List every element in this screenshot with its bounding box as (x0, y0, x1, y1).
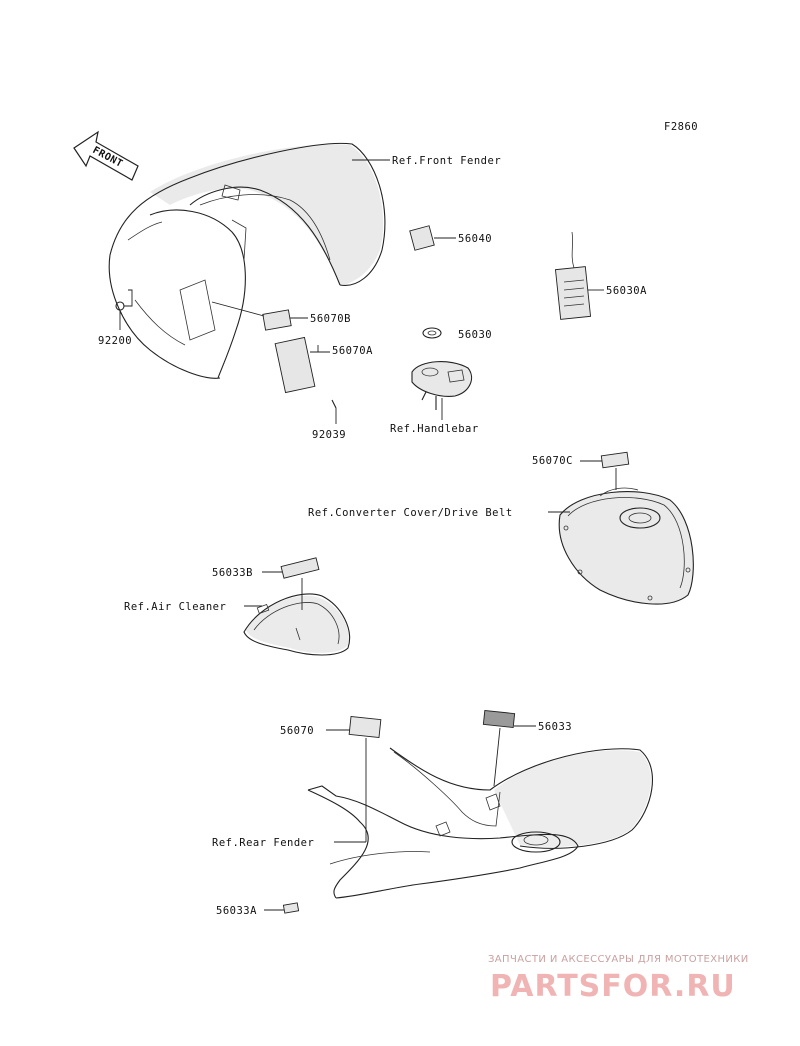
label-92200: 92200 (98, 335, 132, 347)
label-92039: 92039 (312, 429, 346, 441)
watermark-logo: PARTSFOR.RU (490, 969, 736, 1004)
air-cleaner-drawing (243, 557, 350, 656)
label-56070: 56070 (280, 725, 314, 737)
decal-56040 (409, 225, 435, 251)
label-56033b: 56033B (212, 567, 253, 579)
label-ref-converter: Ref.Converter Cover/Drive Belt (308, 507, 513, 519)
label-56033a: 56033A (216, 905, 257, 917)
label-ref-air-cleaner: Ref.Air Cleaner (124, 601, 226, 613)
label-56030: 56030 (458, 329, 492, 341)
decal-56070b (262, 309, 292, 331)
leader-lines-converter (548, 460, 617, 513)
converter-cover-drawing (558, 451, 694, 605)
front-arrow-icon: FRONT (73, 130, 139, 181)
screw-92039 (331, 399, 337, 409)
label-56070a: 56070A (332, 345, 373, 357)
label-ref-handlebar: Ref.Handlebar (390, 423, 479, 435)
label-56070b: 56070B (310, 313, 351, 325)
watermark: ЗАПЧАСТИ И АКСЕССУАРЫ ДЛЯ МОТОТЕХНИКИ PA… (488, 954, 749, 1004)
clip-92200 (115, 301, 125, 311)
watermark-tagline: ЗАПЧАСТИ И АКСЕССУАРЫ ДЛЯ МОТОТЕХНИКИ (488, 954, 749, 965)
label-ref-front-fender: Ref.Front Fender (392, 155, 501, 167)
leader-lines-top (119, 159, 604, 424)
rear-fender-drawing (282, 709, 653, 914)
handlebar-cover-drawing (411, 327, 473, 410)
front-fender-drawing (108, 142, 386, 379)
leader-lines-rear-fender (264, 725, 536, 911)
leader-lines-air-cleaner (244, 571, 303, 610)
hang-tag-56030a (554, 231, 592, 320)
decal-56070a (274, 336, 316, 394)
label-56070c: 56070C (532, 455, 573, 467)
figure-code: F2860 (664, 121, 698, 133)
label-56033: 56033 (538, 721, 572, 733)
label-ref-rear-fender: Ref.Rear Fender (212, 837, 314, 849)
label-56040: 56040 (458, 233, 492, 245)
label-56030a: 56030A (606, 285, 647, 297)
